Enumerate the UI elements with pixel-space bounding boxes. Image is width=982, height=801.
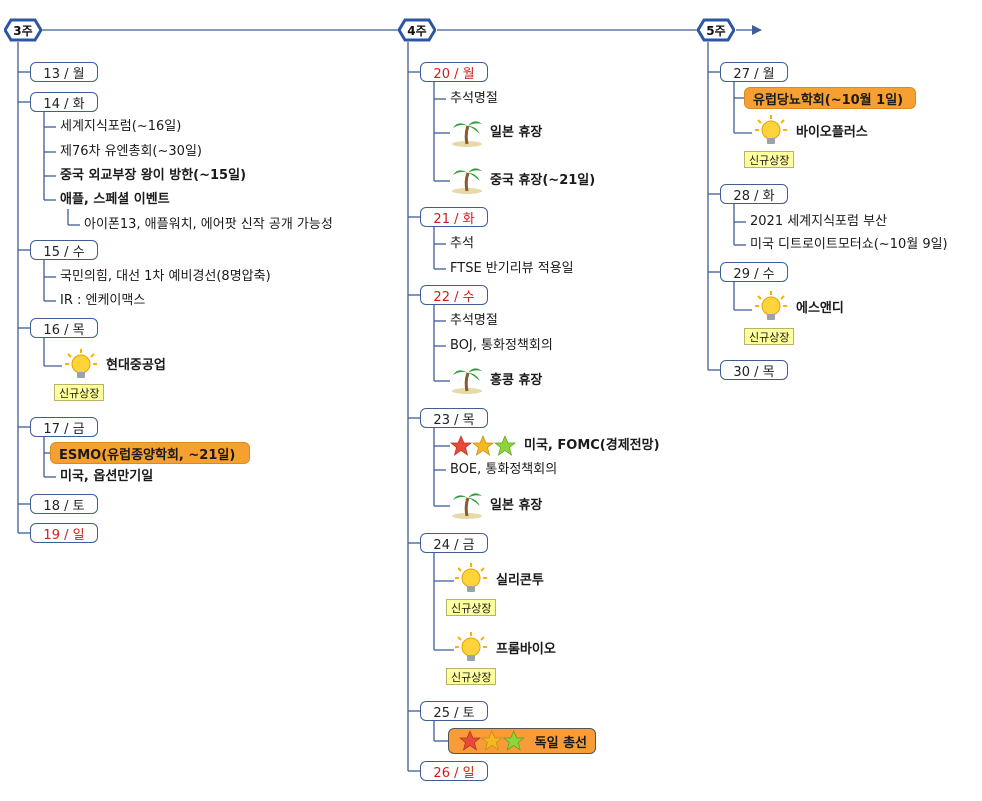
day-22[interactable]: 22 / 수	[420, 285, 488, 305]
new-listing-badge: 신규상장	[446, 599, 497, 616]
event-label: 일본 휴장	[490, 498, 543, 513]
day-20[interactable]: 20 / 월	[420, 62, 488, 82]
event-label: IR : 엔케이맥스	[60, 293, 146, 308]
event-label: BOJ, 통화정책회의	[450, 338, 553, 353]
week-label: 5주	[706, 23, 726, 38]
new-listing-badge: 신규상장	[54, 384, 105, 401]
event-label: 홍콩 휴장	[490, 373, 543, 388]
event-label: FTSE 반기리뷰 적용일	[450, 261, 574, 276]
palm-tree-icon	[452, 121, 482, 147]
event-label: 세계지식포럼(~16일)	[60, 119, 182, 134]
event-label: 애플, 스페셜 이벤트	[60, 192, 170, 207]
day-26[interactable]: 26 / 일	[420, 761, 488, 781]
day-13[interactable]: 13 / 월	[30, 62, 98, 82]
highlight-event: ESMO(유럽종양학회, ~21일)	[50, 442, 250, 464]
event-label: 추석명절	[450, 91, 498, 106]
day-14[interactable]: 14 / 화	[30, 92, 98, 112]
new-listing-badge: 신규상장	[744, 151, 795, 168]
event-sub-label: 아이폰13, 애플워치, 에어팟 신작 공개 가능성	[84, 217, 333, 232]
new-listing-badge: 신규상장	[446, 668, 497, 685]
event-label: 추석	[450, 236, 474, 251]
event-label: 국민의힘, 대선 1차 예비경선(8명압축)	[60, 269, 271, 284]
day-18[interactable]: 18 / 토	[30, 494, 98, 514]
day-30[interactable]: 30 / 목	[720, 360, 788, 380]
event-label: 프롬바이오	[496, 642, 556, 657]
highlight-event: 독일 총선	[448, 728, 596, 754]
palm-tree-icon	[452, 168, 482, 194]
event-label: 추석명절	[450, 313, 498, 328]
week-label: 3주	[13, 23, 33, 38]
week-3-marker: 3주	[4, 18, 42, 42]
three-stars-icon	[450, 435, 516, 456]
day-29[interactable]: 29 / 수	[720, 262, 788, 282]
week-4-marker: 4주	[398, 18, 436, 42]
event-label: 바이오플러스	[796, 125, 868, 140]
day-21[interactable]: 21 / 화	[420, 207, 488, 227]
event-label: 미국 디트로이트모터쇼(~10월 9일)	[750, 237, 948, 252]
lightbulb-icon	[455, 632, 487, 661]
event-label: 2021 세계지식포럼 부산	[750, 214, 888, 229]
three-stars-icon	[459, 730, 525, 751]
day-19[interactable]: 19 / 일	[30, 523, 98, 543]
week-5-marker: 5주	[697, 18, 735, 42]
event-label: 중국 휴장(~21일)	[490, 173, 596, 188]
day-27[interactable]: 27 / 월	[720, 62, 788, 82]
day-25[interactable]: 25 / 토	[420, 701, 488, 721]
arrow-right-icon	[752, 25, 762, 35]
day-17[interactable]: 17 / 금	[30, 417, 98, 437]
day-23[interactable]: 23 / 목	[420, 408, 488, 428]
lightbulb-icon	[755, 115, 787, 144]
event-label: 에스앤디	[796, 301, 844, 316]
palm-tree-icon	[452, 368, 482, 394]
event-label: 미국, 옵션만기일	[60, 469, 154, 484]
week-label: 4주	[407, 23, 427, 38]
day-28[interactable]: 28 / 화	[720, 184, 788, 204]
new-listing-badge: 신규상장	[744, 328, 795, 345]
event-label: 실리콘투	[496, 573, 544, 588]
event-label: 제76차 유엔총회(~30일)	[60, 144, 202, 159]
palm-tree-icon	[452, 493, 482, 519]
event-label: 현대중공업	[106, 358, 166, 373]
highlight-event: 유럽당뇨학회(~10월 1일)	[744, 87, 916, 109]
day-24[interactable]: 24 / 금	[420, 533, 488, 553]
event-label: 중국 외교부장 왕이 방한(~15일)	[60, 168, 247, 183]
event-label: 독일 총선	[534, 735, 587, 751]
event-label: 미국, FOMC(경제전망)	[524, 438, 660, 453]
event-label: BOE, 통화정책회의	[450, 462, 558, 477]
event-label: 일본 휴장	[490, 125, 543, 140]
day-16[interactable]: 16 / 목	[30, 318, 98, 338]
lightbulb-icon	[65, 349, 97, 378]
lightbulb-icon	[455, 563, 487, 592]
lightbulb-icon	[755, 291, 787, 320]
day-15[interactable]: 15 / 수	[30, 240, 98, 260]
